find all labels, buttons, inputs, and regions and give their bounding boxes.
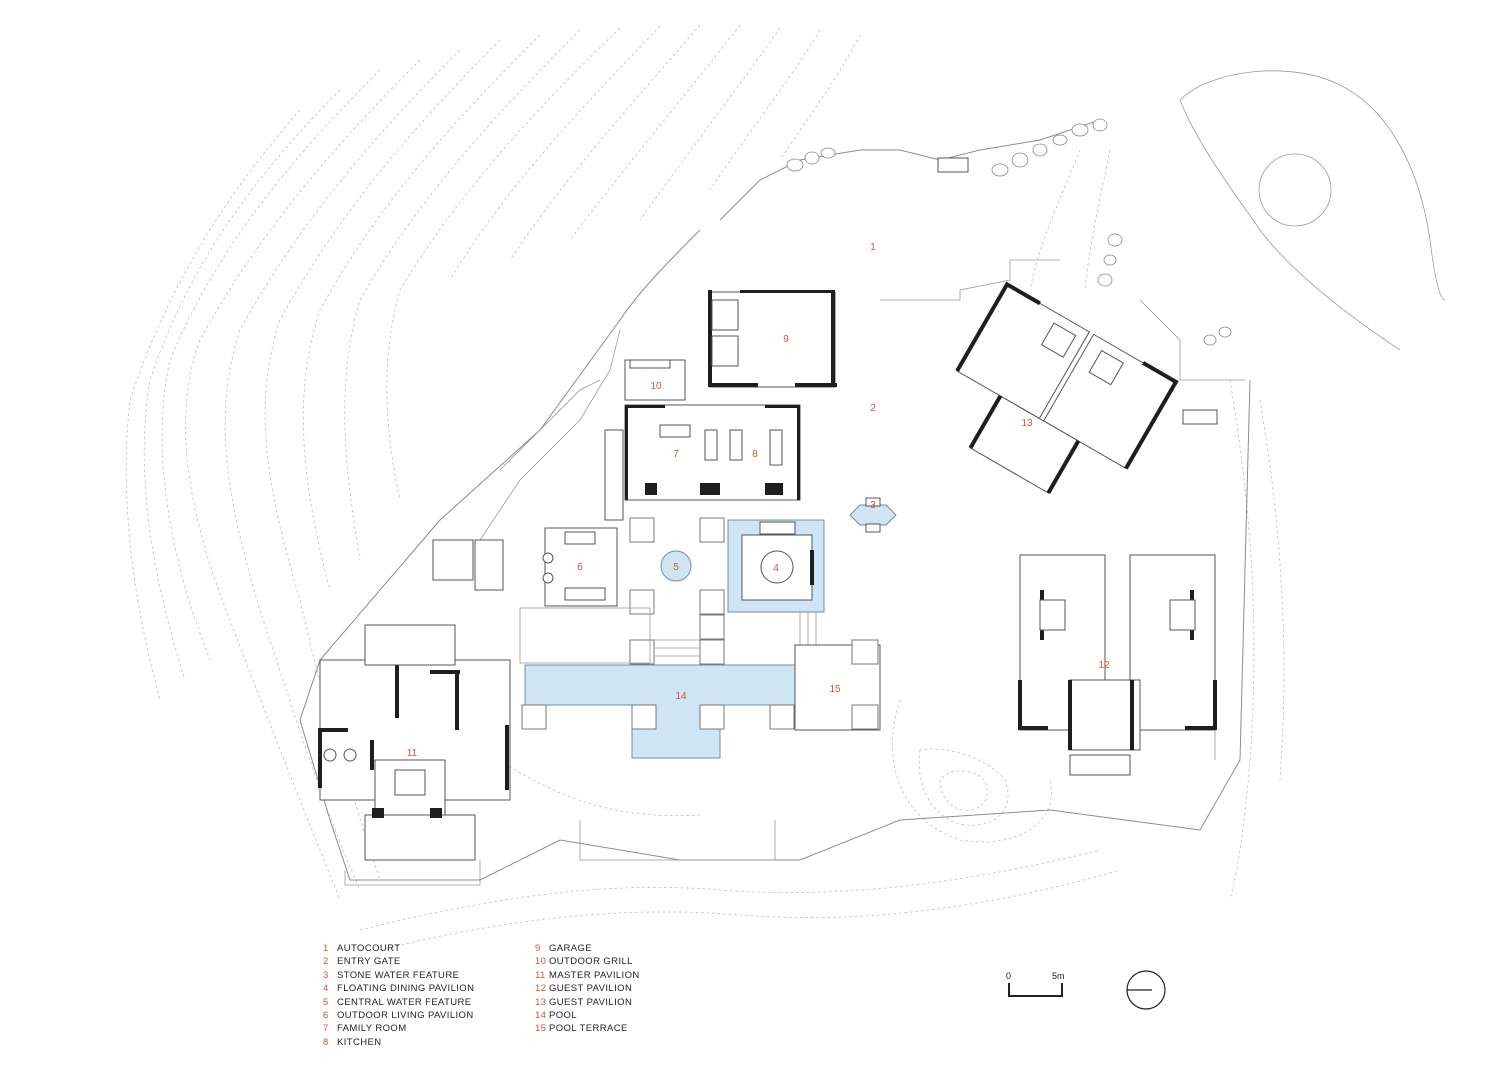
room-number-13: 13	[1021, 418, 1033, 429]
room-number-2: 2	[870, 403, 876, 414]
room-number-4: 4	[773, 563, 779, 574]
stone-water-feature	[849, 497, 897, 533]
main-house	[604, 404, 801, 521]
room-number-6: 6	[577, 562, 583, 573]
garage-building	[708, 290, 837, 388]
room-number-12: 12	[1098, 660, 1110, 671]
pool-terrace	[794, 639, 881, 731]
site-boundaries	[299, 70, 1446, 886]
room-number-5: 5	[673, 562, 679, 573]
scale-start-label: 0	[1006, 971, 1012, 981]
outdoor-living-pavilion	[542, 527, 618, 607]
room-number-10: 10	[650, 381, 662, 392]
guest-pavilion-13	[955, 281, 1179, 494]
room-number-1: 1	[870, 242, 876, 253]
room-number-14: 14	[675, 691, 687, 702]
scale-bar	[1008, 983, 1063, 997]
room-number-7: 7	[673, 449, 679, 460]
room-number-3: 3	[870, 500, 876, 511]
central-water-feature	[660, 550, 692, 582]
room-number-9: 9	[783, 334, 789, 345]
room-numbers: 1 2 3 4 5 6 7 8 9 10 11 12 13 14 15	[407, 242, 1110, 759]
planter-east	[1182, 409, 1218, 425]
planter-autocourt	[937, 157, 969, 173]
boulders	[786, 118, 1232, 346]
pool-area	[521, 612, 817, 759]
room-number-15: 15	[829, 684, 841, 695]
courtyard-piers	[519, 517, 725, 665]
room-number-8: 8	[752, 449, 758, 460]
floating-dining-pavilion	[727, 519, 825, 613]
room-number-11: 11	[407, 748, 418, 759]
north-arrow-icon	[1126, 970, 1166, 1010]
outdoor-grill	[624, 359, 686, 401]
master-pavilion	[318, 539, 511, 861]
scale-end-label: 5m	[1052, 971, 1065, 981]
guest-pavilion-12	[1018, 554, 1217, 776]
topography	[125, 24, 1285, 951]
